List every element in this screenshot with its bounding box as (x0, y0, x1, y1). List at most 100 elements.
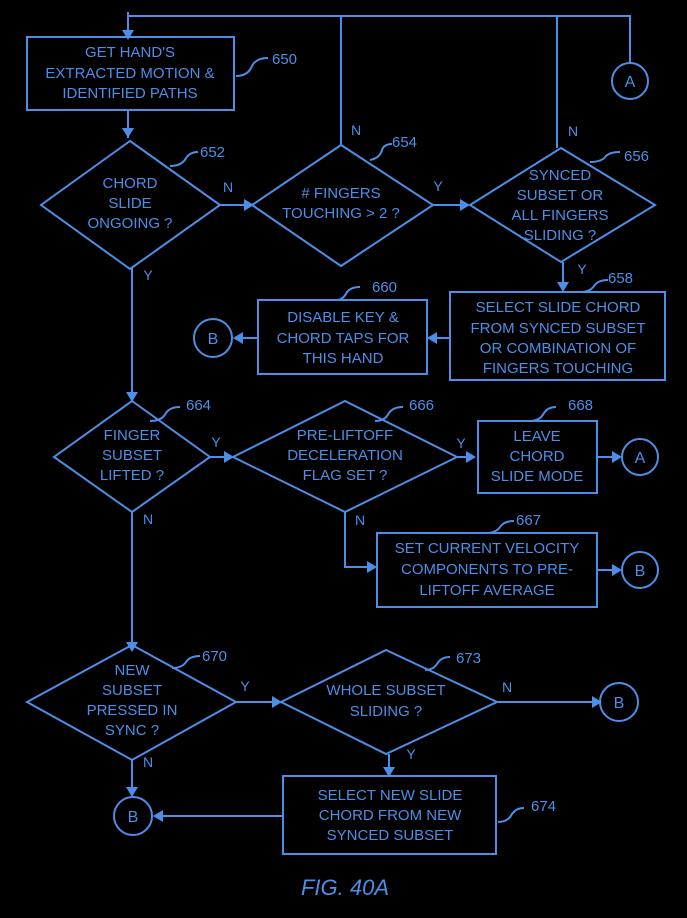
text-667-line3: LIFTOFF AVERAGE (419, 582, 554, 599)
text-660-line1: DISABLE KEY & (287, 309, 398, 326)
text-670-line1: NEW (115, 662, 151, 679)
process-box-660 (257, 299, 428, 375)
process-box-674 (282, 775, 497, 855)
label-654-top: N (351, 122, 361, 138)
label-652-down: Y (143, 267, 153, 283)
connector-b-667 (621, 551, 659, 589)
text-674-line3: SYNCED SUBSET (327, 827, 454, 844)
node-texts: GET HAND'S EXTRACTED MOTION & IDENTIFIED… (45, 44, 645, 844)
ref-668: 668 (568, 397, 593, 414)
process-box-658 (449, 291, 666, 381)
reference-numerals: 650 652 654 656 658 660 664 666 668 667 … (149, 51, 649, 823)
text-658-line1: SELECT SLIDE CHORD (476, 299, 641, 316)
text-673-line2: SLIDING ? (350, 703, 423, 720)
decision-diamond-666 (230, 399, 460, 514)
decision-diamond-656 (468, 146, 657, 264)
label-673-right: N (502, 679, 512, 695)
label-664-right: Y (211, 434, 221, 450)
ref-670: 670 (202, 648, 227, 665)
text-660-line3: THIS HAND (303, 350, 384, 367)
label-654-right: Y (433, 178, 443, 194)
label-673-down: Y (406, 746, 416, 762)
text-664-line3: LIFTED ? (100, 467, 164, 484)
text-668-line3: SLIDE MODE (491, 468, 584, 485)
label-652-right: N (223, 179, 233, 195)
ref-667: 667 (516, 512, 541, 529)
text-654-line1: # FINGERS (301, 185, 380, 202)
ref-652: 652 (200, 144, 225, 161)
ref-664: 664 (186, 397, 211, 414)
connector-b-bottom-label: B (128, 809, 139, 826)
text-670-line2: SUBSET (102, 682, 162, 699)
text-674-line1: SELECT NEW SLIDE (318, 787, 463, 804)
decision-diamond-673 (278, 648, 500, 756)
text-666-line2: DECELERATION (287, 447, 403, 464)
decision-diamond-664 (52, 399, 212, 514)
label-670-down: N (143, 754, 153, 770)
text-674-line2: CHORD FROM NEW (319, 807, 462, 824)
ref-673: 673 (456, 650, 481, 667)
text-650-line3: IDENTIFIED PATHS (62, 85, 197, 102)
text-666-line1: PRE-LIFTOFF (297, 427, 393, 444)
connector-b-673 (599, 682, 639, 722)
connector-b-bottom (113, 796, 153, 836)
text-656-line4: SLIDING ? (524, 227, 597, 244)
text-670-line3: PRESSED IN (87, 702, 178, 719)
label-656-top: N (568, 123, 578, 139)
process-box-668 (477, 420, 598, 494)
ref-658: 658 (608, 270, 633, 287)
text-652-line2: SLIDE (108, 195, 151, 212)
text-656-line2: SUBSET OR (517, 187, 604, 204)
process-box-650 (26, 36, 235, 111)
ref-666: 666 (409, 397, 434, 414)
figure-label: FIG. 40A (301, 875, 389, 900)
label-670-right: Y (240, 678, 250, 694)
connector-a-668-label: A (635, 450, 646, 467)
ref-654: 654 (392, 134, 417, 151)
text-652-line1: CHORD (103, 175, 158, 192)
text-664-line1: FINGER (104, 427, 161, 444)
text-667-line1: SET CURRENT VELOCITY (395, 540, 579, 557)
connector-a-top-label: A (625, 74, 636, 91)
branch-labels: N N N Y Y Y Y N Y N Y N N Y (143, 122, 587, 770)
label-666-right: Y (456, 435, 466, 451)
text-658-line2: FROM SYNCED SUBSET (470, 320, 645, 337)
decision-diamond-654 (250, 143, 435, 268)
text-656-line1: SYNCED (529, 167, 592, 184)
text-650-line2: EXTRACTED MOTION & (45, 65, 214, 82)
text-660-line2: CHORD TAPS FOR (277, 330, 410, 347)
text-650-line1: GET HAND'S (85, 44, 175, 61)
flow-lines (127, 12, 631, 817)
connector-circles: A B A B B B (113, 62, 659, 836)
text-670-line4: SYNC ? (105, 722, 159, 739)
text-652-line3: ONGOING ? (87, 215, 172, 232)
decision-diamond-670 (24, 643, 239, 762)
flow-shapes (24, 36, 666, 855)
arrowheads (122, 30, 622, 822)
text-658-line3: OR COMBINATION OF (480, 340, 636, 357)
text-656-line3: ALL FINGERS (512, 207, 609, 224)
label-666-down: N (355, 512, 365, 528)
text-658-line4: FINGERS TOUCHING (483, 360, 633, 377)
text-666-line3: FLAG SET ? (303, 467, 388, 484)
connector-b-660 (193, 318, 233, 358)
connector-b-667-label: B (635, 563, 646, 580)
ref-650: 650 (272, 51, 297, 68)
ref-674: 674 (531, 798, 556, 815)
connector-a-top (611, 62, 649, 100)
connector-b-660-label: B (208, 331, 219, 348)
decision-diamond-652 (39, 139, 222, 271)
text-664-line2: SUBSET (102, 447, 162, 464)
text-667-line2: COMPONENTS TO PRE- (401, 561, 573, 578)
ref-660: 660 (372, 279, 397, 296)
label-656-down: Y (577, 261, 587, 277)
text-654-line2: TOUCHING > 2 ? (282, 205, 400, 222)
ref-656: 656 (624, 148, 649, 165)
text-668-line1: LEAVE (513, 428, 560, 445)
text-668-line2: CHORD (510, 448, 565, 465)
connector-a-668 (621, 438, 659, 476)
connector-b-673-label: B (614, 695, 625, 712)
text-673-line1: WHOLE SUBSET (326, 682, 445, 699)
label-664-down: N (143, 511, 153, 527)
